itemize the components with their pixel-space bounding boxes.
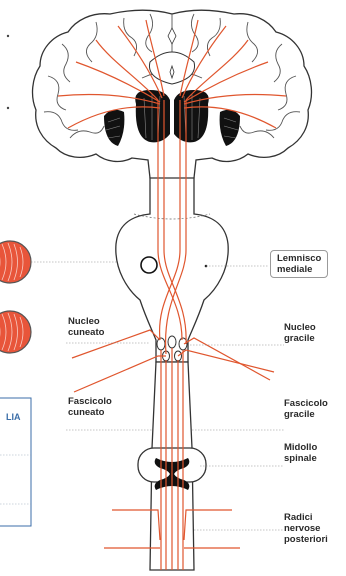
label-radici-nervose-posteriori: Radici nervose posteriori [284,512,328,545]
label-midollo-spinale: Midollo spinale [284,442,317,464]
label-nucleo-cuneato: Nucleo cuneato [68,316,104,338]
label-nucleo-gracile: Nucleo gracile [284,322,316,344]
label-fascicolo-cuneato: Fascicolo cuneato [68,396,112,418]
label-lemnisco-mediale: Lemnisco mediale [270,250,328,278]
label-fascicolo-gracile: Fascicolo gracile [284,398,328,420]
sidebar-fragment-text: LIA [6,412,21,422]
brainstem [116,178,228,362]
